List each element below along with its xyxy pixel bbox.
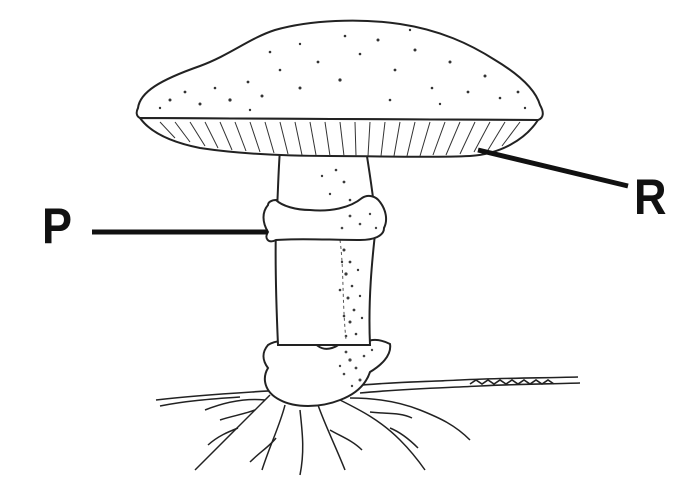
label-r-line: [478, 150, 628, 186]
label-r: R: [634, 172, 666, 222]
volva: [264, 336, 391, 406]
pileus-cap: [137, 21, 543, 120]
stipe: [276, 150, 376, 345]
roots: [195, 395, 470, 475]
ground-line: [156, 377, 580, 406]
label-p: P: [42, 201, 72, 251]
